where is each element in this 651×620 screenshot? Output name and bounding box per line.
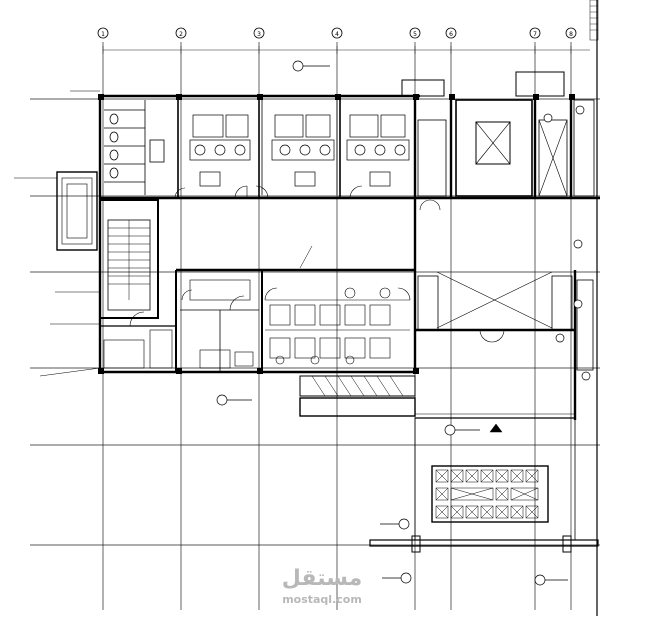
grid-bubble-2: 2 xyxy=(175,27,187,39)
grid-bubble-label: 2 xyxy=(179,31,183,38)
grid-bubble-label: 4 xyxy=(335,31,339,38)
grid-bubble-label: 1 xyxy=(101,31,105,38)
grid-bubble-8: 8 xyxy=(565,27,577,39)
grid-bubble-label: 3 xyxy=(257,31,261,38)
grid-bubble-4: 4 xyxy=(331,27,343,39)
south-east-lobby xyxy=(417,271,594,371)
grid-bubble-label: 5 xyxy=(413,31,417,38)
grid-bubble-7: 7 xyxy=(529,27,541,39)
grid-bubble-label: 6 xyxy=(449,31,453,38)
north-offices xyxy=(104,96,410,199)
dimension-line xyxy=(102,46,590,54)
grating-panels xyxy=(435,469,539,519)
south-west-rooms xyxy=(100,270,263,372)
louvre-strip xyxy=(299,375,575,419)
grid-bubble-3: 3 xyxy=(253,27,265,39)
desk-cluster-1 xyxy=(189,114,251,187)
callout-tags xyxy=(216,60,591,586)
south-open-office xyxy=(264,287,411,365)
grid-bubble-6: 6 xyxy=(445,27,457,39)
grid-bubble-label: 7 xyxy=(533,31,537,38)
grid-bubble-1: 1 xyxy=(97,27,109,39)
door-swings xyxy=(174,185,363,199)
sheet-edge-strip xyxy=(589,0,599,616)
desk-cluster-3 xyxy=(346,114,410,187)
toilet-stalls xyxy=(104,100,165,195)
grid-bubble-5: 5 xyxy=(409,27,421,39)
grid-bubble-label: 8 xyxy=(569,31,573,38)
west-stair xyxy=(56,171,159,319)
leader-lines xyxy=(14,90,313,377)
courtyard xyxy=(369,418,599,553)
desk-cluster-2 xyxy=(271,114,335,187)
grid-bubbles: 1 2 3 4 5 6 7 8 xyxy=(97,27,577,39)
core-rooms xyxy=(401,71,595,211)
column-fills xyxy=(98,94,575,374)
